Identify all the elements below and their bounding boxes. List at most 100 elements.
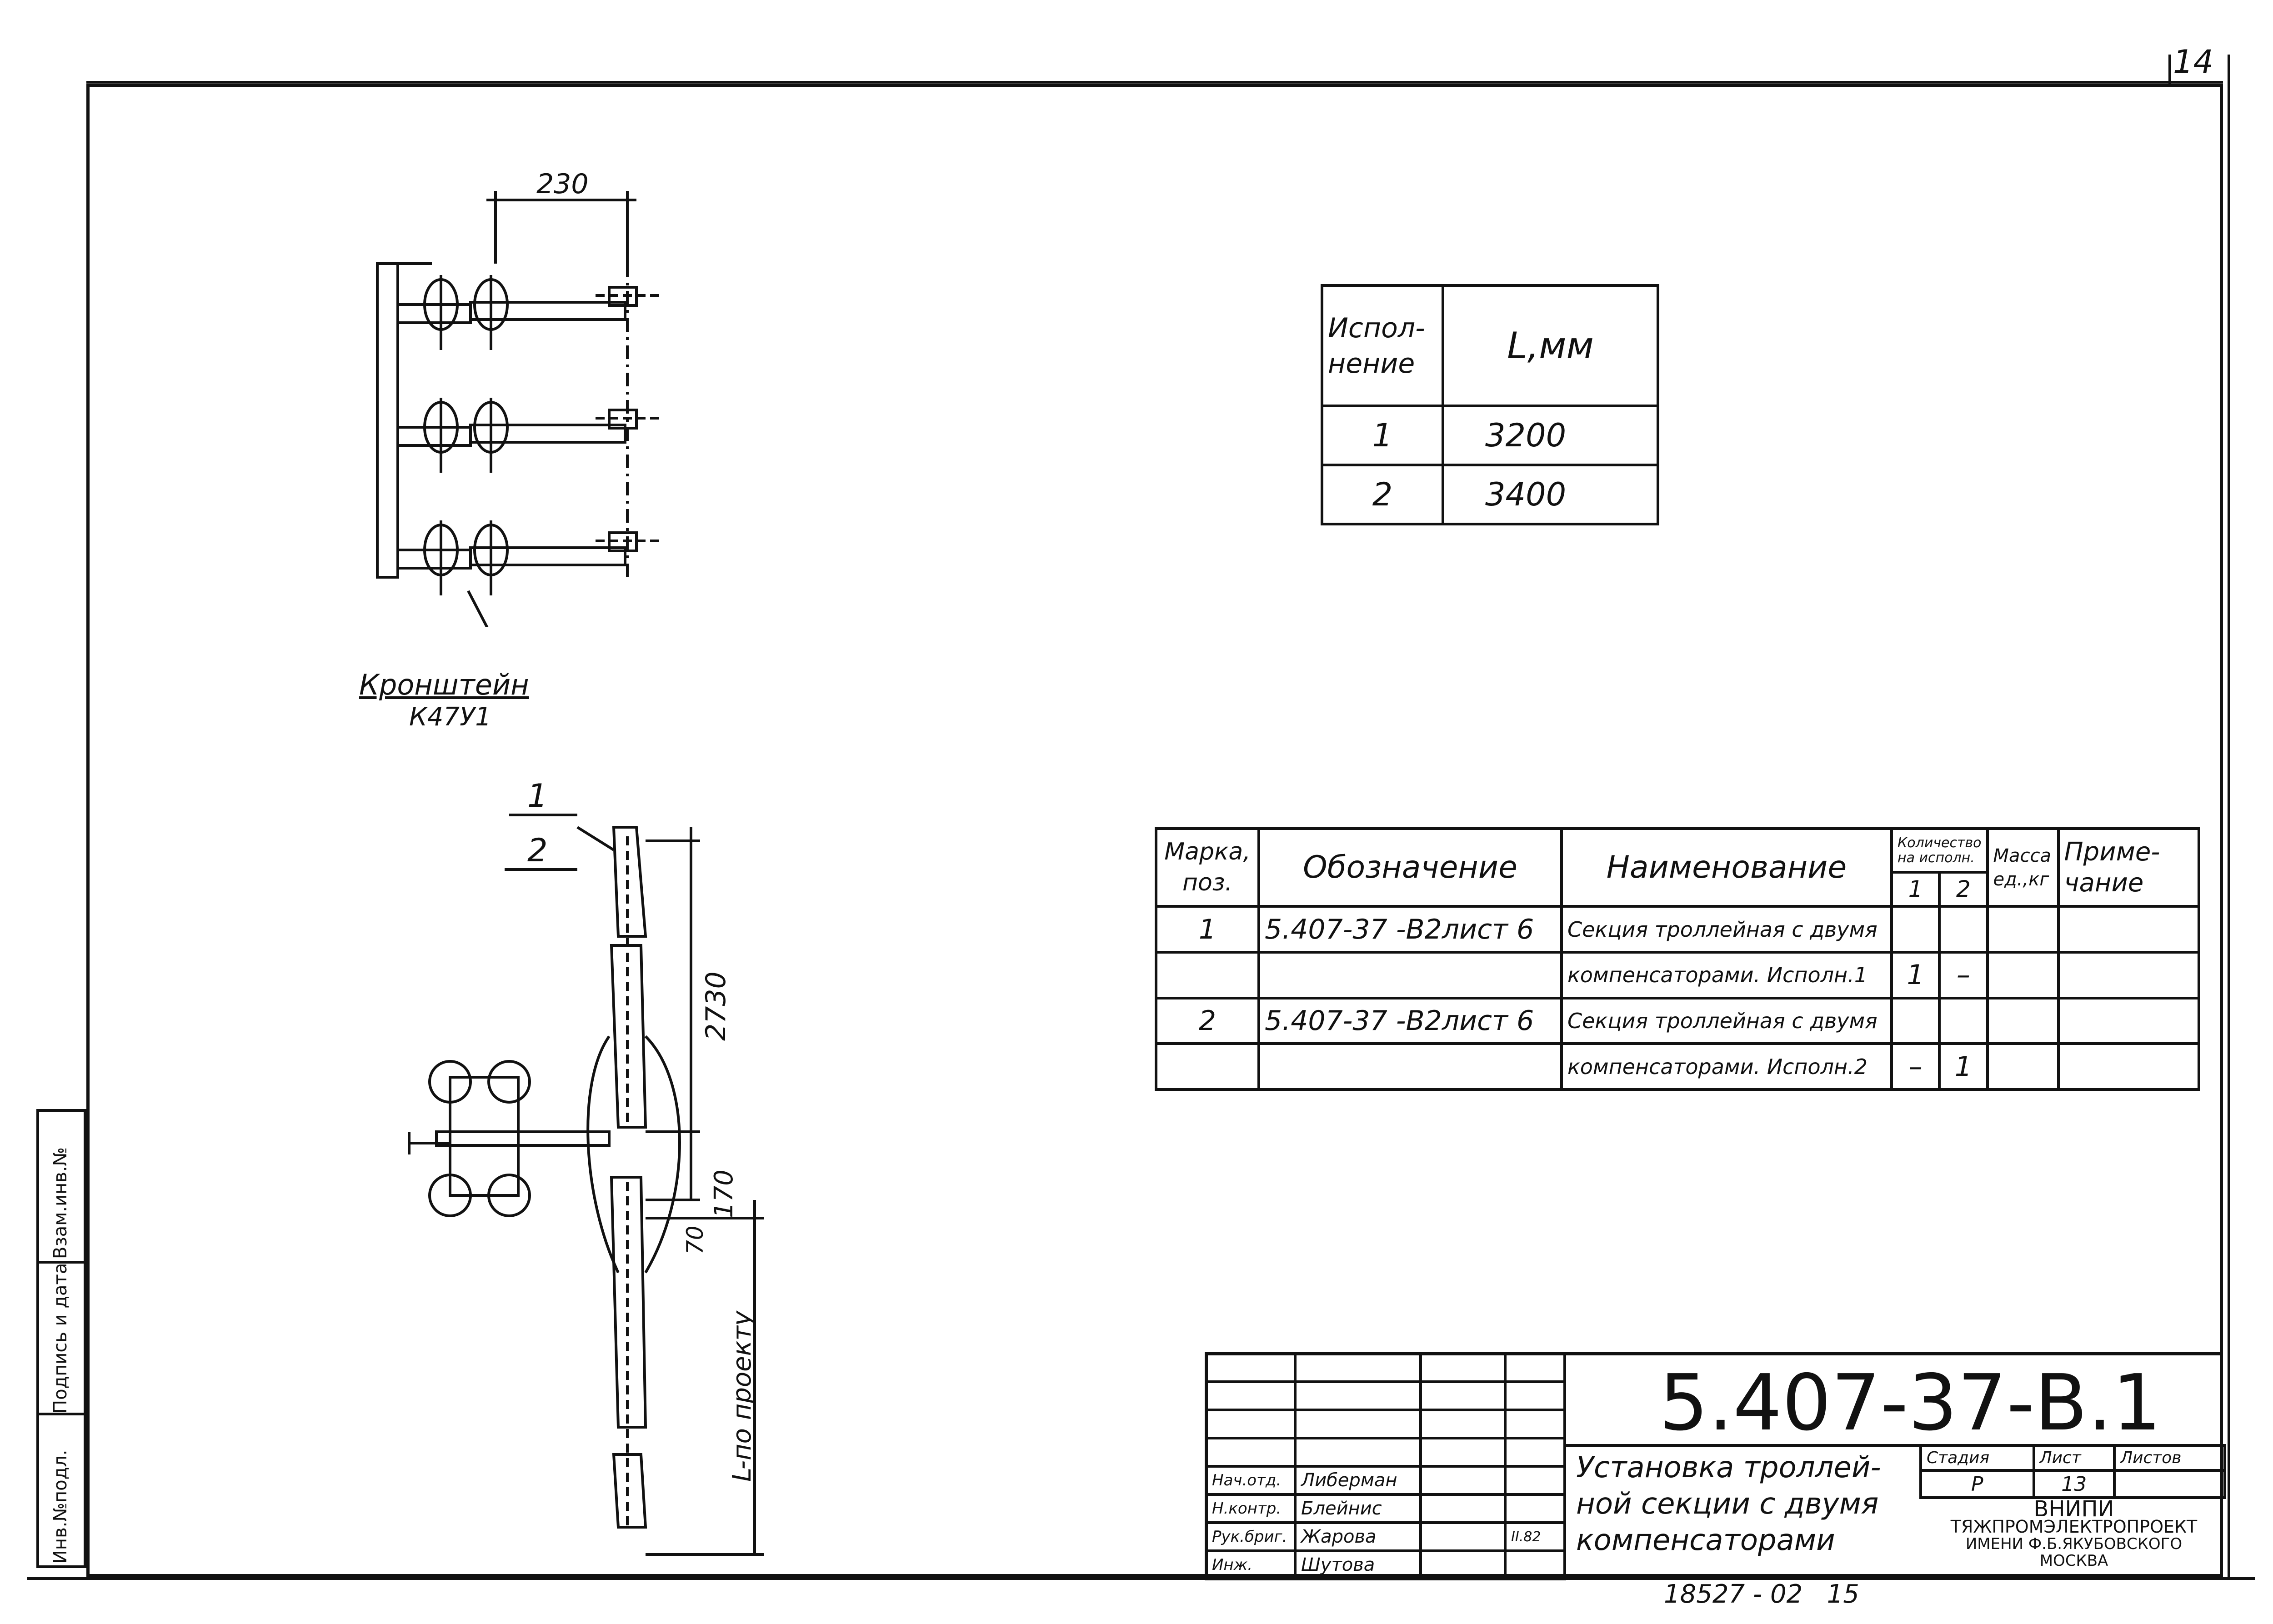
signer-name: Шутова xyxy=(1294,1549,1422,1580)
title-block: Нач.отд. Либерман Н.контр. Блейнис Рук.б… xyxy=(1205,1352,2226,1580)
signer-role: Инж. xyxy=(1205,1549,1297,1580)
side-stamp-inv-orig: Инв.№подл. xyxy=(50,1449,71,1564)
doc-code-divider xyxy=(1566,1444,2223,1447)
spec-row2-note xyxy=(2057,950,2201,999)
signer-row: Инж. Шутова xyxy=(1205,1549,1566,1580)
signer-date xyxy=(1504,1549,1566,1580)
spec-row3-note xyxy=(2057,996,2201,1045)
title-line-2: ной секции с двумя xyxy=(1576,1487,1879,1521)
org-line-1: ВНИПИ xyxy=(2033,1496,2114,1522)
spec-header-note: Приме- чание xyxy=(2057,827,2201,908)
spec-row4-q2: 1 xyxy=(1938,1042,1989,1091)
signer-signature xyxy=(1419,1549,1507,1580)
spec-row: 1 5.407-37 -В2лист 6 Секция троллейная с… xyxy=(1155,905,2201,954)
title-line-1: Установка троллей- xyxy=(1576,1451,1881,1484)
spec-row2-q2: – xyxy=(1938,950,1989,999)
bottom-border-line xyxy=(27,1577,2255,1580)
spec-header-designation: Обозначение xyxy=(1257,827,1563,908)
spec-header-name: Наименование xyxy=(1560,827,1893,908)
exec-row2-exec: 2 xyxy=(1321,464,1444,525)
spec-header-qty: Количество на исполн. xyxy=(1890,827,1989,874)
spec-header-mark: Марка, поз. xyxy=(1155,827,1260,908)
callout-2: 2 xyxy=(527,832,548,869)
spec-row4-name: компенсаторами. Исполн.2 xyxy=(1560,1042,1893,1091)
spec-header-qty1: 1 xyxy=(1890,870,1941,908)
spec-row3-mass xyxy=(1986,996,2060,1045)
spec-row2-mass xyxy=(1986,950,2060,999)
spec-row4-mark xyxy=(1155,1042,1260,1091)
spec-row3-designation: 5.407-37 -В2лист 6 xyxy=(1257,996,1563,1045)
sheets-label: Листов xyxy=(2113,1444,2226,1472)
specification-table: Марка, поз. Обозначение Наименование Кол… xyxy=(1155,827,2201,1091)
title-line-3: компенсаторами xyxy=(1576,1524,1835,1557)
spec-row1-note xyxy=(2057,905,2201,954)
exec-header-col1: Испол- нение xyxy=(1321,284,1444,407)
bracket-label-line1: Кронштейн xyxy=(359,668,529,701)
spec-row3-q2 xyxy=(1938,996,1989,1045)
spec-row1-q2 xyxy=(1938,905,1989,954)
signer-date xyxy=(1504,1493,1566,1524)
exec-row1-exec: 1 xyxy=(1321,405,1444,466)
sheet-value: 13 xyxy=(2032,1469,2116,1499)
signer-signature xyxy=(1419,1521,1507,1552)
top-border-line xyxy=(86,81,2223,84)
spec-row4-designation xyxy=(1257,1042,1563,1091)
side-stamp-repl-inv: Взам.инв.№ xyxy=(50,1147,71,1259)
sheet-label: Лист xyxy=(2032,1444,2116,1472)
dim-2730: 2730 xyxy=(700,971,732,1041)
spec-row: компенсаторами. Исполн.1 1 – xyxy=(1155,950,2201,999)
execution-table: Испол- нение L,мм 1 3200 2 3400 xyxy=(1321,284,1659,525)
signer-role: Нач.отд. xyxy=(1205,1465,1297,1496)
signer-role: Н.контр. xyxy=(1205,1493,1297,1524)
exec-row2-L: 3400 xyxy=(1442,464,1659,525)
doc-code: 5.407-37-В.1 xyxy=(1659,1358,2162,1448)
dim-70: 70 xyxy=(682,1225,708,1254)
spec-row1-designation: 5.407-37 -В2лист 6 xyxy=(1257,905,1563,954)
callout-1-line xyxy=(509,814,577,816)
spec-header-qty2: 2 xyxy=(1938,870,1989,908)
signer-date: II.82 xyxy=(1504,1521,1566,1552)
signer-name: Жарова xyxy=(1294,1521,1422,1552)
signer-name: Либерман xyxy=(1294,1465,1422,1496)
spec-row: компенсаторами. Исполн.2 – 1 xyxy=(1155,1042,2201,1091)
side-stamp-cell-inv xyxy=(36,1413,86,1568)
signature-table: Нач.отд. Либерман Н.контр. Блейнис Рук.б… xyxy=(1205,1352,1566,1580)
exec-row1-L: 3200 xyxy=(1442,405,1659,466)
side-stamp-column xyxy=(36,1109,86,1568)
dim-170: 170 xyxy=(709,1169,739,1218)
stage-value: Р xyxy=(1919,1469,2035,1499)
drawing-frame xyxy=(86,84,2223,1577)
plan-view-drawing xyxy=(376,191,664,627)
right-border-line xyxy=(2228,55,2230,1577)
spec-row: 2 5.407-37 -В2лист 6 Секция троллейная с… xyxy=(1155,996,2201,1045)
bracket-label-line2: К47У1 xyxy=(409,702,491,732)
callout-2-line xyxy=(505,868,577,871)
spec-row2-name: компенсаторами. Исполн.1 xyxy=(1560,950,1893,999)
org-line-2: ТЯЖПРОМЭЛЕКТРОПРОЕКТ xyxy=(1950,1517,2198,1537)
dim-L-note: L-по проекту xyxy=(727,1310,757,1482)
dim-230: 230 xyxy=(536,168,589,200)
signer-row: Н.контр. Блейнис xyxy=(1205,1493,1566,1524)
spec-row1-name: Секция троллейная с двумя xyxy=(1560,905,1893,954)
spec-header-mass: Масса ед.,кг xyxy=(1986,827,2060,908)
sheets-value xyxy=(2113,1469,2226,1499)
spec-row3-q1 xyxy=(1890,996,1941,1045)
elevation-drawing xyxy=(408,826,764,1556)
spec-row2-q1: 1 xyxy=(1890,950,1941,999)
signer-signature xyxy=(1419,1465,1507,1496)
signer-signature xyxy=(1419,1493,1507,1524)
signer-name: Блейнис xyxy=(1294,1493,1422,1524)
archive-stamp: 18527 - 02 15 xyxy=(1664,1579,1859,1609)
spec-row1-mark: 1 xyxy=(1155,905,1260,954)
callout-1: 1 xyxy=(527,777,548,814)
org-line-4: МОСКВА xyxy=(2039,1552,2108,1570)
stage-table: Стадия Лист Листов Р 13 xyxy=(1919,1444,2226,1499)
spec-row1-mass xyxy=(1986,905,2060,954)
signer-date xyxy=(1504,1465,1566,1496)
spec-row3-mark: 2 xyxy=(1155,996,1260,1045)
stage-label: Стадия xyxy=(1919,1444,2035,1472)
side-stamp-sign-date: Подпись и дата xyxy=(50,1263,71,1414)
spec-row1-q1 xyxy=(1890,905,1941,954)
org-line-3: ИМЕНИ Ф.Б.ЯКУБОВСКОГО xyxy=(1965,1535,2183,1553)
signer-row: Рук.бриг. Жарова II.82 xyxy=(1205,1521,1566,1552)
